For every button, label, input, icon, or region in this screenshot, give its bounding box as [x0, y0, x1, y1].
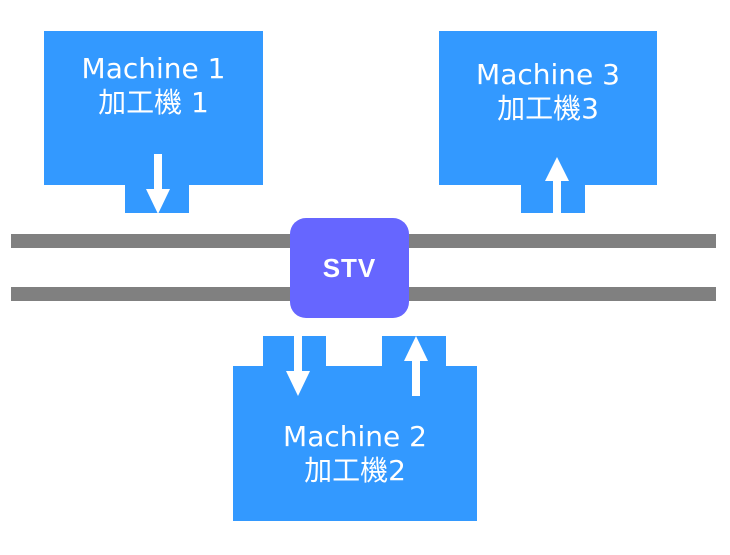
machine-2-label-ja: 加工機2: [304, 454, 406, 487]
arrow-down-icon: [146, 154, 170, 214]
machine-1-label-en: Machine 1: [81, 52, 226, 85]
arrow-up-icon: [545, 157, 569, 214]
stv-vehicle: STV: [290, 218, 409, 318]
machine-1-label-ja: 加工機 1: [98, 86, 209, 119]
stv-label: STV: [322, 252, 377, 283]
machine-2-label-en: Machine 2: [283, 420, 427, 453]
machine-3-label-en: Machine 3: [476, 58, 620, 91]
machine-2-body: [233, 366, 477, 521]
arrow-up-icon: [404, 336, 428, 396]
arrow-down-icon: [286, 336, 310, 396]
machine-3-label-ja: 加工機3: [497, 92, 599, 125]
machine-3-body: [439, 31, 657, 185]
machine-1-body: [44, 31, 263, 185]
